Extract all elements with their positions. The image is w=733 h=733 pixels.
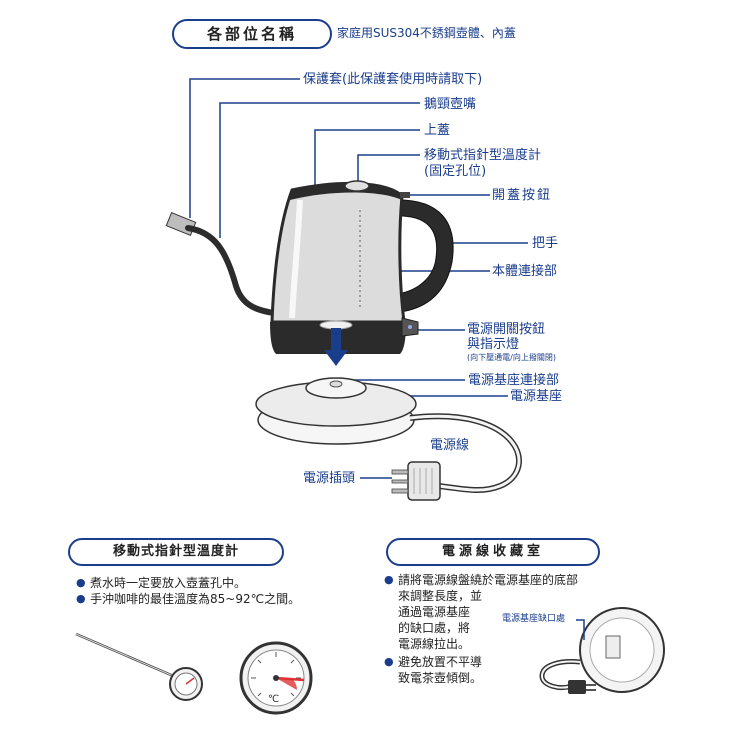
label-lid-button: 開蓋按鈕 bbox=[492, 188, 553, 203]
thermometer-notes: 煮水時一定要放入壺蓋孔中。 手沖咖啡的最佳溫度為85~92℃之間。 bbox=[76, 575, 366, 607]
section-title-thermometer: 移動式指針型溫度計 bbox=[68, 538, 284, 566]
base-connector-pin bbox=[329, 380, 343, 388]
leader-cover bbox=[189, 78, 300, 218]
body-connector-ring bbox=[319, 320, 353, 330]
thermometer-dial bbox=[239, 641, 313, 715]
power-plug bbox=[391, 461, 441, 501]
label-power-switch: 電源開關按鈕 bbox=[467, 322, 546, 337]
thermometer-note-item: 手沖咖啡的最佳溫度為85~92℃之間。 bbox=[76, 591, 366, 607]
label-cover: 保護套(此保護套使用時請取下) bbox=[303, 72, 483, 87]
cord-storage-note-1: ● 請將電源線盤繞於電源基座的底部 來調整長度，並 通過電源基座 的缺口處，將 … bbox=[384, 573, 579, 651]
section-title-parts: 各部位名稱 bbox=[172, 19, 332, 49]
thermometer-note-item: 煮水時一定要放入壺蓋孔中。 bbox=[76, 575, 366, 591]
label-handle: 把手 bbox=[532, 236, 559, 251]
cord-storage-note-2: ● 避免放置不平導 致電茶壺傾倒。 bbox=[384, 655, 483, 685]
label-plug: 電源插頭 bbox=[303, 471, 356, 486]
lid-button-shape bbox=[400, 192, 410, 198]
lid-knob bbox=[344, 180, 370, 192]
gooseneck-spout bbox=[185, 225, 287, 317]
label-base-notch: 電源基座缺口處 bbox=[502, 614, 566, 624]
label-power-switch-note: (向下壓通電/向上撥關閉) bbox=[467, 353, 556, 362]
power-indicator-light bbox=[408, 325, 412, 329]
placement-arrow bbox=[324, 328, 348, 366]
base-connector-dome bbox=[305, 377, 367, 399]
section-title-cord-storage: 電源線收藏室 bbox=[386, 538, 600, 566]
label-cord: 電源線 bbox=[430, 438, 470, 453]
header-subtitle: 家庭用SUS304不銹鋼壺體、內蓋 bbox=[337, 26, 516, 40]
leader-lid bbox=[314, 129, 420, 185]
kettle-lid bbox=[290, 183, 402, 200]
base-underside-illustration bbox=[539, 607, 665, 694]
thermometer-illustration bbox=[75, 632, 203, 701]
leader-notch bbox=[576, 619, 585, 640]
spout-cover bbox=[165, 211, 197, 237]
kettle-shine bbox=[289, 199, 303, 319]
label-spout: 鵝頸壺嘴 bbox=[424, 97, 477, 112]
label-body-connector: 本體連接部 bbox=[492, 264, 558, 279]
leader-spout bbox=[219, 102, 420, 238]
label-thermometer: 移動式指針型溫度計 bbox=[424, 148, 542, 163]
label-lid: 上蓋 bbox=[424, 123, 451, 138]
label-base-connector: 電源基座連接部 bbox=[468, 373, 560, 388]
leader-thermometer bbox=[357, 154, 420, 183]
thermometer-dial-unit: ℃ bbox=[268, 694, 280, 705]
label-base: 電源基座 bbox=[510, 389, 563, 404]
label-thermometer-note: (固定孔位) bbox=[424, 164, 487, 179]
label-indicator-light: 與指示燈 bbox=[467, 337, 520, 352]
